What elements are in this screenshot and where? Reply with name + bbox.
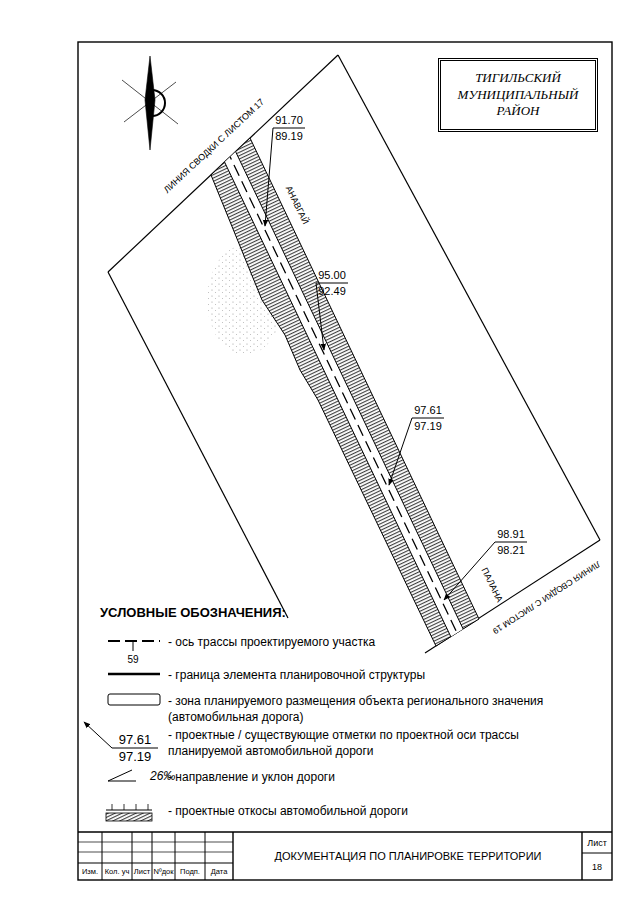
sheet-frame [78,42,612,880]
title-block-cell: Лист [587,838,607,848]
legend-text: - ось трассы проектируемого участка [168,634,548,650]
legend-sample-elevation: 97.61 [119,733,152,748]
elevation-design: 91.70 [275,114,303,127]
sheet-number: 18 [592,862,602,872]
north-arrow [122,56,178,150]
title-block-cell: Кол. уч [105,868,130,877]
direction-label: ПАЛАНА [479,566,505,604]
legend-text: - проектные / существующие отметки по пр… [168,727,548,759]
title-block [78,832,612,880]
stamp-text: ТИГИЛЬСКИЙ МУНИЦИПАЛЬНЫЙ РАЙОН [454,70,582,121]
legend-text: - граница элемента планировочной структу… [168,667,548,683]
elevation-existing: 97.19 [414,420,442,433]
legend-text: - зона планируемого размещения объекта р… [168,693,548,725]
district-stamp: ТИГИЛЬСКИЙ МУНИЦИПАЛЬНЫЙ РАЙОН [438,58,598,132]
legend-samples [84,641,160,821]
title-block-cell: Изм. [82,868,98,877]
legend-text: - проектные откосы автомобильной дороги [168,803,548,819]
elevation-design: 95.00 [318,269,346,282]
title-block-cell: Nºдок [154,868,174,877]
legend-sample-elevation: 97.19 [119,750,152,765]
elevation-existing: 92.49 [318,285,346,298]
elevation-existing: 89.19 [275,130,303,143]
elevation-existing: 98.21 [497,544,525,557]
legend-heading: УСЛОВНЫЕ ОБОЗНАЧЕНИЯ: [100,606,286,621]
legend-text: - направление и уклон дороги [168,769,548,785]
title-block-cell: Лист [134,868,150,877]
planning-boundary [108,55,600,653]
title-block-cell: Подп. [180,868,200,877]
elevation-leader [265,128,527,600]
elevation-design: 98.91 [497,528,525,541]
title-block-cell: Дата [211,868,228,877]
legend-sample-number: 59 [127,654,138,666]
title-block-caption: ДОКУМЕНТАЦИЯ ПО ПЛАНИРОВКЕ ТЕРРИТОРИИ [275,850,542,863]
elevation-design: 97.61 [414,404,442,417]
sheet-junction-label: ЛИНИЯ СВОДКИ С ЛИСТОМ 19 [491,559,602,636]
